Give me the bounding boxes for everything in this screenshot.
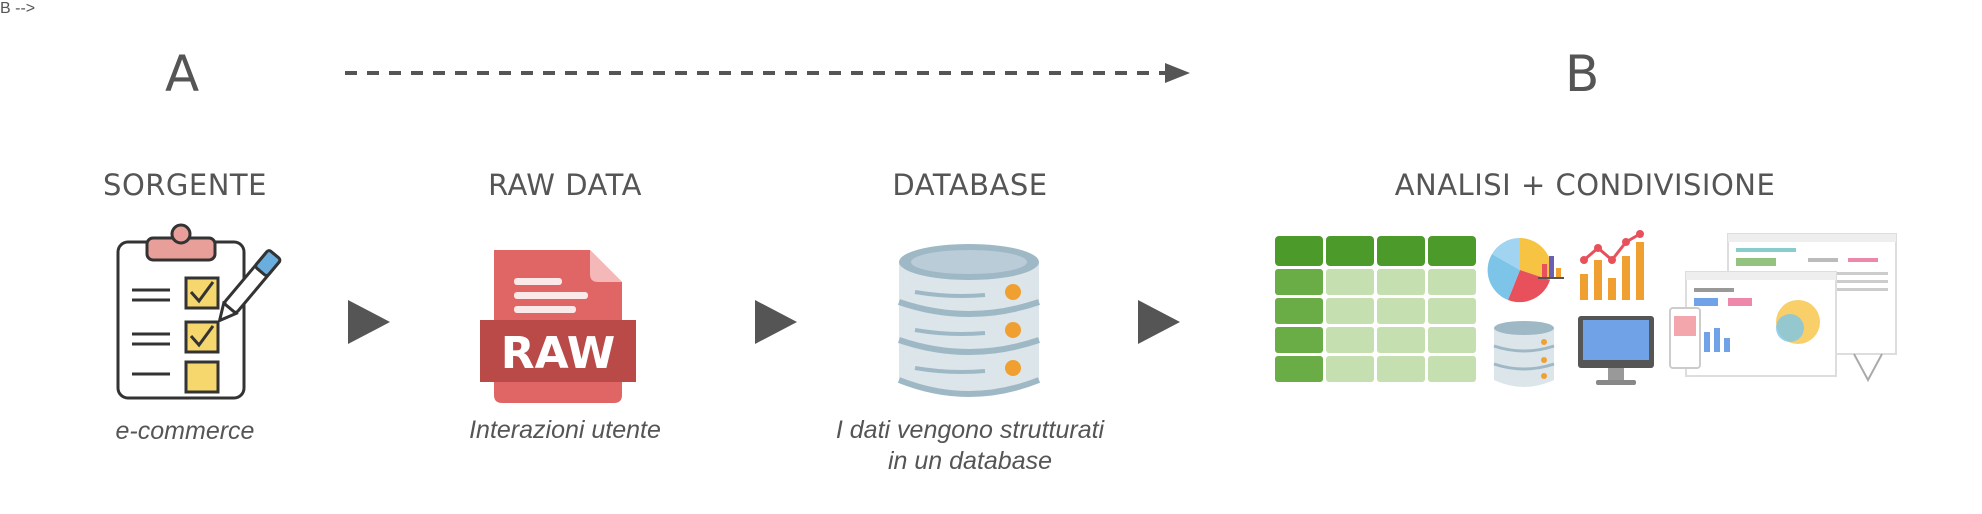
caption-database-line1: I dati vengono strutturati: [835, 416, 1105, 444]
caption-sorgente: e-commerce: [115, 417, 255, 445]
dashboard-screens-icon: [1669, 233, 1897, 383]
play-arrow-icon: [1138, 300, 1180, 344]
raw-icon-text: RAW: [501, 328, 616, 379]
stage-title-sorgente: SORGENTE: [103, 168, 267, 202]
clipboard-checklist-icon: [116, 223, 282, 400]
stage-title-raw-data: RAW DATA: [488, 168, 642, 202]
monitor-icon: [1578, 316, 1654, 385]
end-label: B: [1565, 45, 1600, 103]
database-icon: [897, 244, 1041, 397]
caption-database-line2: in un database: [887, 447, 1053, 475]
play-arrow-icon: [348, 300, 390, 344]
spreadsheet-grid-icon: [1275, 236, 1476, 382]
play-arrow-icon: [755, 300, 797, 344]
caption-raw-data: Interazioni utente: [469, 416, 661, 444]
pie-chart-icon: [1487, 237, 1564, 303]
start-label: A: [165, 45, 200, 103]
dashed-arrow-icon: [345, 63, 1190, 83]
bar-chart-icon: [1580, 230, 1644, 300]
stage-title-database: DATABASE: [892, 168, 1048, 202]
small-database-icon: [1493, 321, 1555, 387]
stage-title-analisi: ANALISI + CONDIVISIONE: [1394, 168, 1776, 202]
raw-file-icon: RAW: [480, 250, 636, 403]
